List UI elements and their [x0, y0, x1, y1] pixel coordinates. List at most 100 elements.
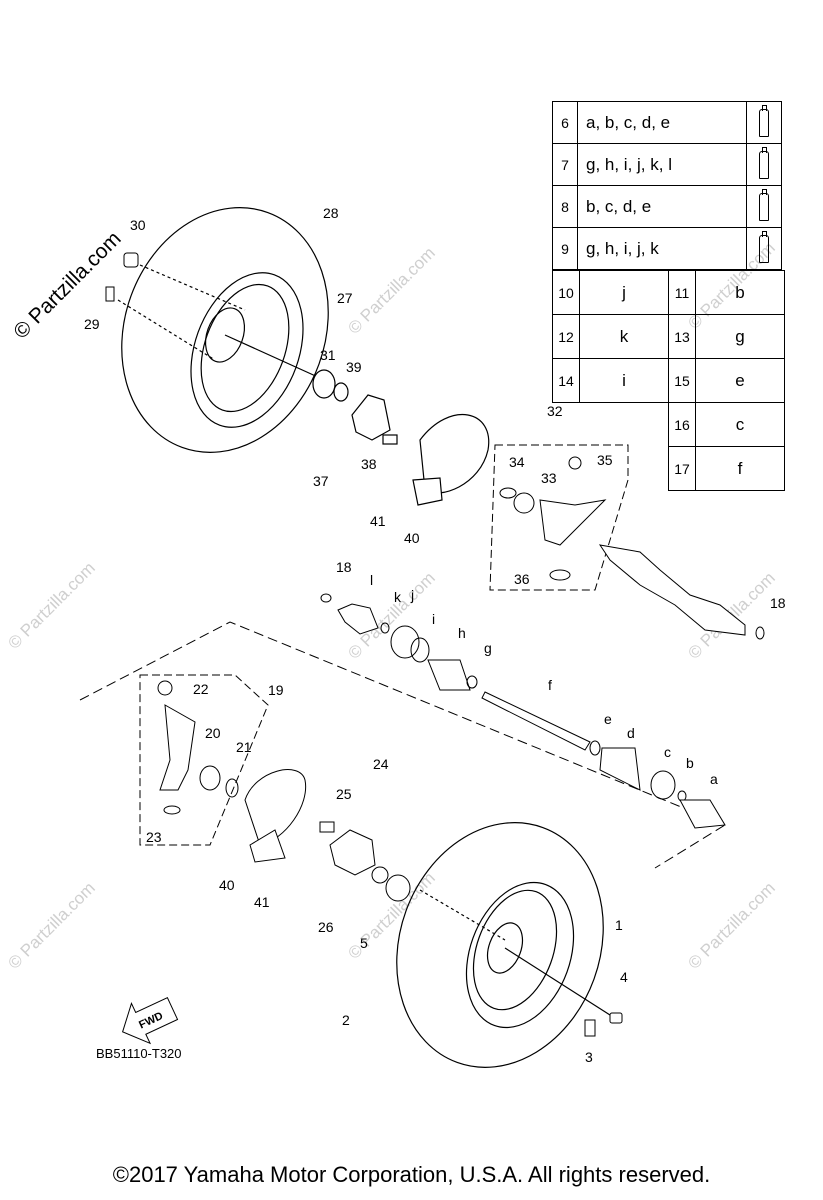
- callout-label: 39: [346, 359, 362, 375]
- callout-label: 30: [130, 217, 146, 233]
- legend-num: 7: [552, 143, 578, 186]
- legend-num: 11: [668, 270, 696, 315]
- callout-label: 26: [318, 919, 334, 935]
- legend-num: 8: [552, 185, 578, 228]
- legend-num: 14: [552, 358, 580, 403]
- callout-label: 33: [541, 470, 557, 486]
- knuckle-assembly-32: [489, 444, 629, 591]
- callout-label: 19: [268, 682, 284, 698]
- callout-label: 18: [770, 595, 786, 611]
- callout-label: b: [686, 755, 694, 771]
- watermark: © Partzilla.com: [684, 878, 778, 972]
- watermark: © Partzilla.com: [4, 558, 98, 652]
- callout-label: 35: [597, 452, 613, 468]
- legend-row: 7 g, h, i, j, k, l: [552, 143, 782, 186]
- callout-label: 18: [336, 559, 352, 575]
- watermark: © Partzilla.com: [344, 243, 438, 337]
- callout-label: k: [394, 589, 402, 605]
- callout-label: j: [410, 587, 414, 603]
- callout-label: 24: [373, 756, 389, 772]
- callout-label: 40: [404, 530, 420, 546]
- legend-num: 16: [668, 402, 696, 447]
- callout-label: 25: [336, 786, 352, 802]
- callout-label: d: [627, 725, 635, 741]
- legend-row: 16 c: [553, 402, 785, 447]
- callout-label: 5: [360, 935, 368, 951]
- callout-label: 27: [337, 290, 353, 306]
- legend-val: e: [695, 358, 785, 403]
- callout-label: g: [484, 640, 492, 656]
- legend-num: 12: [552, 314, 580, 359]
- axle-parts: [320, 593, 726, 829]
- legend-codes: a, b, c, d, e: [577, 101, 747, 144]
- callout-label: 20: [205, 725, 221, 741]
- upper-hub-assembly: [312, 369, 490, 506]
- callout-label: 40: [219, 877, 235, 893]
- legend-val: i: [579, 358, 669, 403]
- watermark: © Partzilla.com: [9, 227, 125, 343]
- lower-lug-hardware: [584, 1012, 623, 1037]
- legend-val: k: [579, 314, 669, 359]
- callout-label: i: [432, 611, 435, 627]
- legend-codes: b, c, d, e: [577, 185, 747, 228]
- callout-label: 36: [514, 571, 530, 587]
- callout-label: 2: [342, 1012, 350, 1028]
- grease-legend-table: 6 a, b, c, d, e 7 g, h, i, j, k, l 8 b, …: [552, 101, 782, 270]
- legend-num: 6: [552, 101, 578, 144]
- callout-label: 21: [236, 739, 252, 755]
- copyright-notice: ©2017 Yamaha Motor Corporation, U.S.A. A…: [112, 1162, 711, 1187]
- legend-num: 15: [668, 358, 696, 403]
- callout-label: 3: [585, 1049, 593, 1065]
- legend-row: 8 b, c, d, e: [552, 185, 782, 228]
- knuckle-assembly-19: [139, 674, 269, 846]
- legend-val: c: [695, 402, 785, 447]
- drive-shaft-assembly-right: [598, 544, 765, 640]
- callout-label: 38: [361, 456, 377, 472]
- callout-label: 29: [84, 316, 100, 332]
- callout-label: 4: [620, 969, 628, 985]
- callout-label: 34: [509, 454, 525, 470]
- callout-label: h: [458, 625, 466, 641]
- callout-label: 41: [370, 513, 386, 529]
- grease-tube-icon: [746, 227, 782, 270]
- legend-row: 17 f: [553, 446, 785, 491]
- legend-num: 13: [668, 314, 696, 359]
- legend-pair-table: 10 j 11 b 12 k 13 g 14 i 15 e 16 c 17 f: [552, 270, 785, 491]
- watermark: © Partzilla.com: [4, 878, 98, 972]
- callout-label: e: [604, 711, 612, 727]
- legend-row: 9 g, h, i, j, k: [552, 227, 782, 270]
- callout-label: c: [664, 744, 671, 760]
- legend-codes: g, h, i, j, k: [577, 227, 747, 270]
- callout-labels: 1234518181920212223242526272829303132333…: [84, 205, 786, 1065]
- callout-label: 22: [193, 681, 209, 697]
- lower-disc-hub: [244, 769, 411, 902]
- callout-label: l: [370, 572, 373, 588]
- callout-label: 37: [313, 473, 329, 489]
- legend-val: f: [695, 446, 785, 491]
- legend-num: 9: [552, 227, 578, 270]
- figure-id: BB51110-T320: [96, 1046, 182, 1061]
- callout-label: f: [548, 677, 552, 693]
- grease-tube-icon: [746, 101, 782, 144]
- legend-row: 10 j 11 b: [552, 270, 785, 315]
- callout-label: 31: [320, 347, 336, 363]
- callout-label: 28: [323, 205, 339, 221]
- legend-num: 17: [668, 446, 696, 491]
- legend-val: j: [579, 270, 669, 315]
- legend-codes: g, h, i, j, k, l: [577, 143, 747, 186]
- grease-tube-icon: [746, 143, 782, 186]
- callout-label: 41: [254, 894, 270, 910]
- legend-row: 12 k 13 g: [552, 314, 785, 359]
- callout-label: a: [710, 771, 718, 787]
- callout-label: 1: [615, 917, 623, 933]
- lower-wheel: [396, 822, 611, 1068]
- fwd-arrow-icon: FWD: [122, 997, 179, 1045]
- grease-tube-icon: [746, 185, 782, 228]
- upper-wheel: [117, 207, 329, 453]
- callout-label: 32: [547, 403, 563, 419]
- callout-label: 23: [146, 829, 162, 845]
- legend-num: 10: [552, 270, 580, 315]
- lug-nut: [105, 252, 139, 302]
- legend-row: 6 a, b, c, d, e: [552, 101, 782, 144]
